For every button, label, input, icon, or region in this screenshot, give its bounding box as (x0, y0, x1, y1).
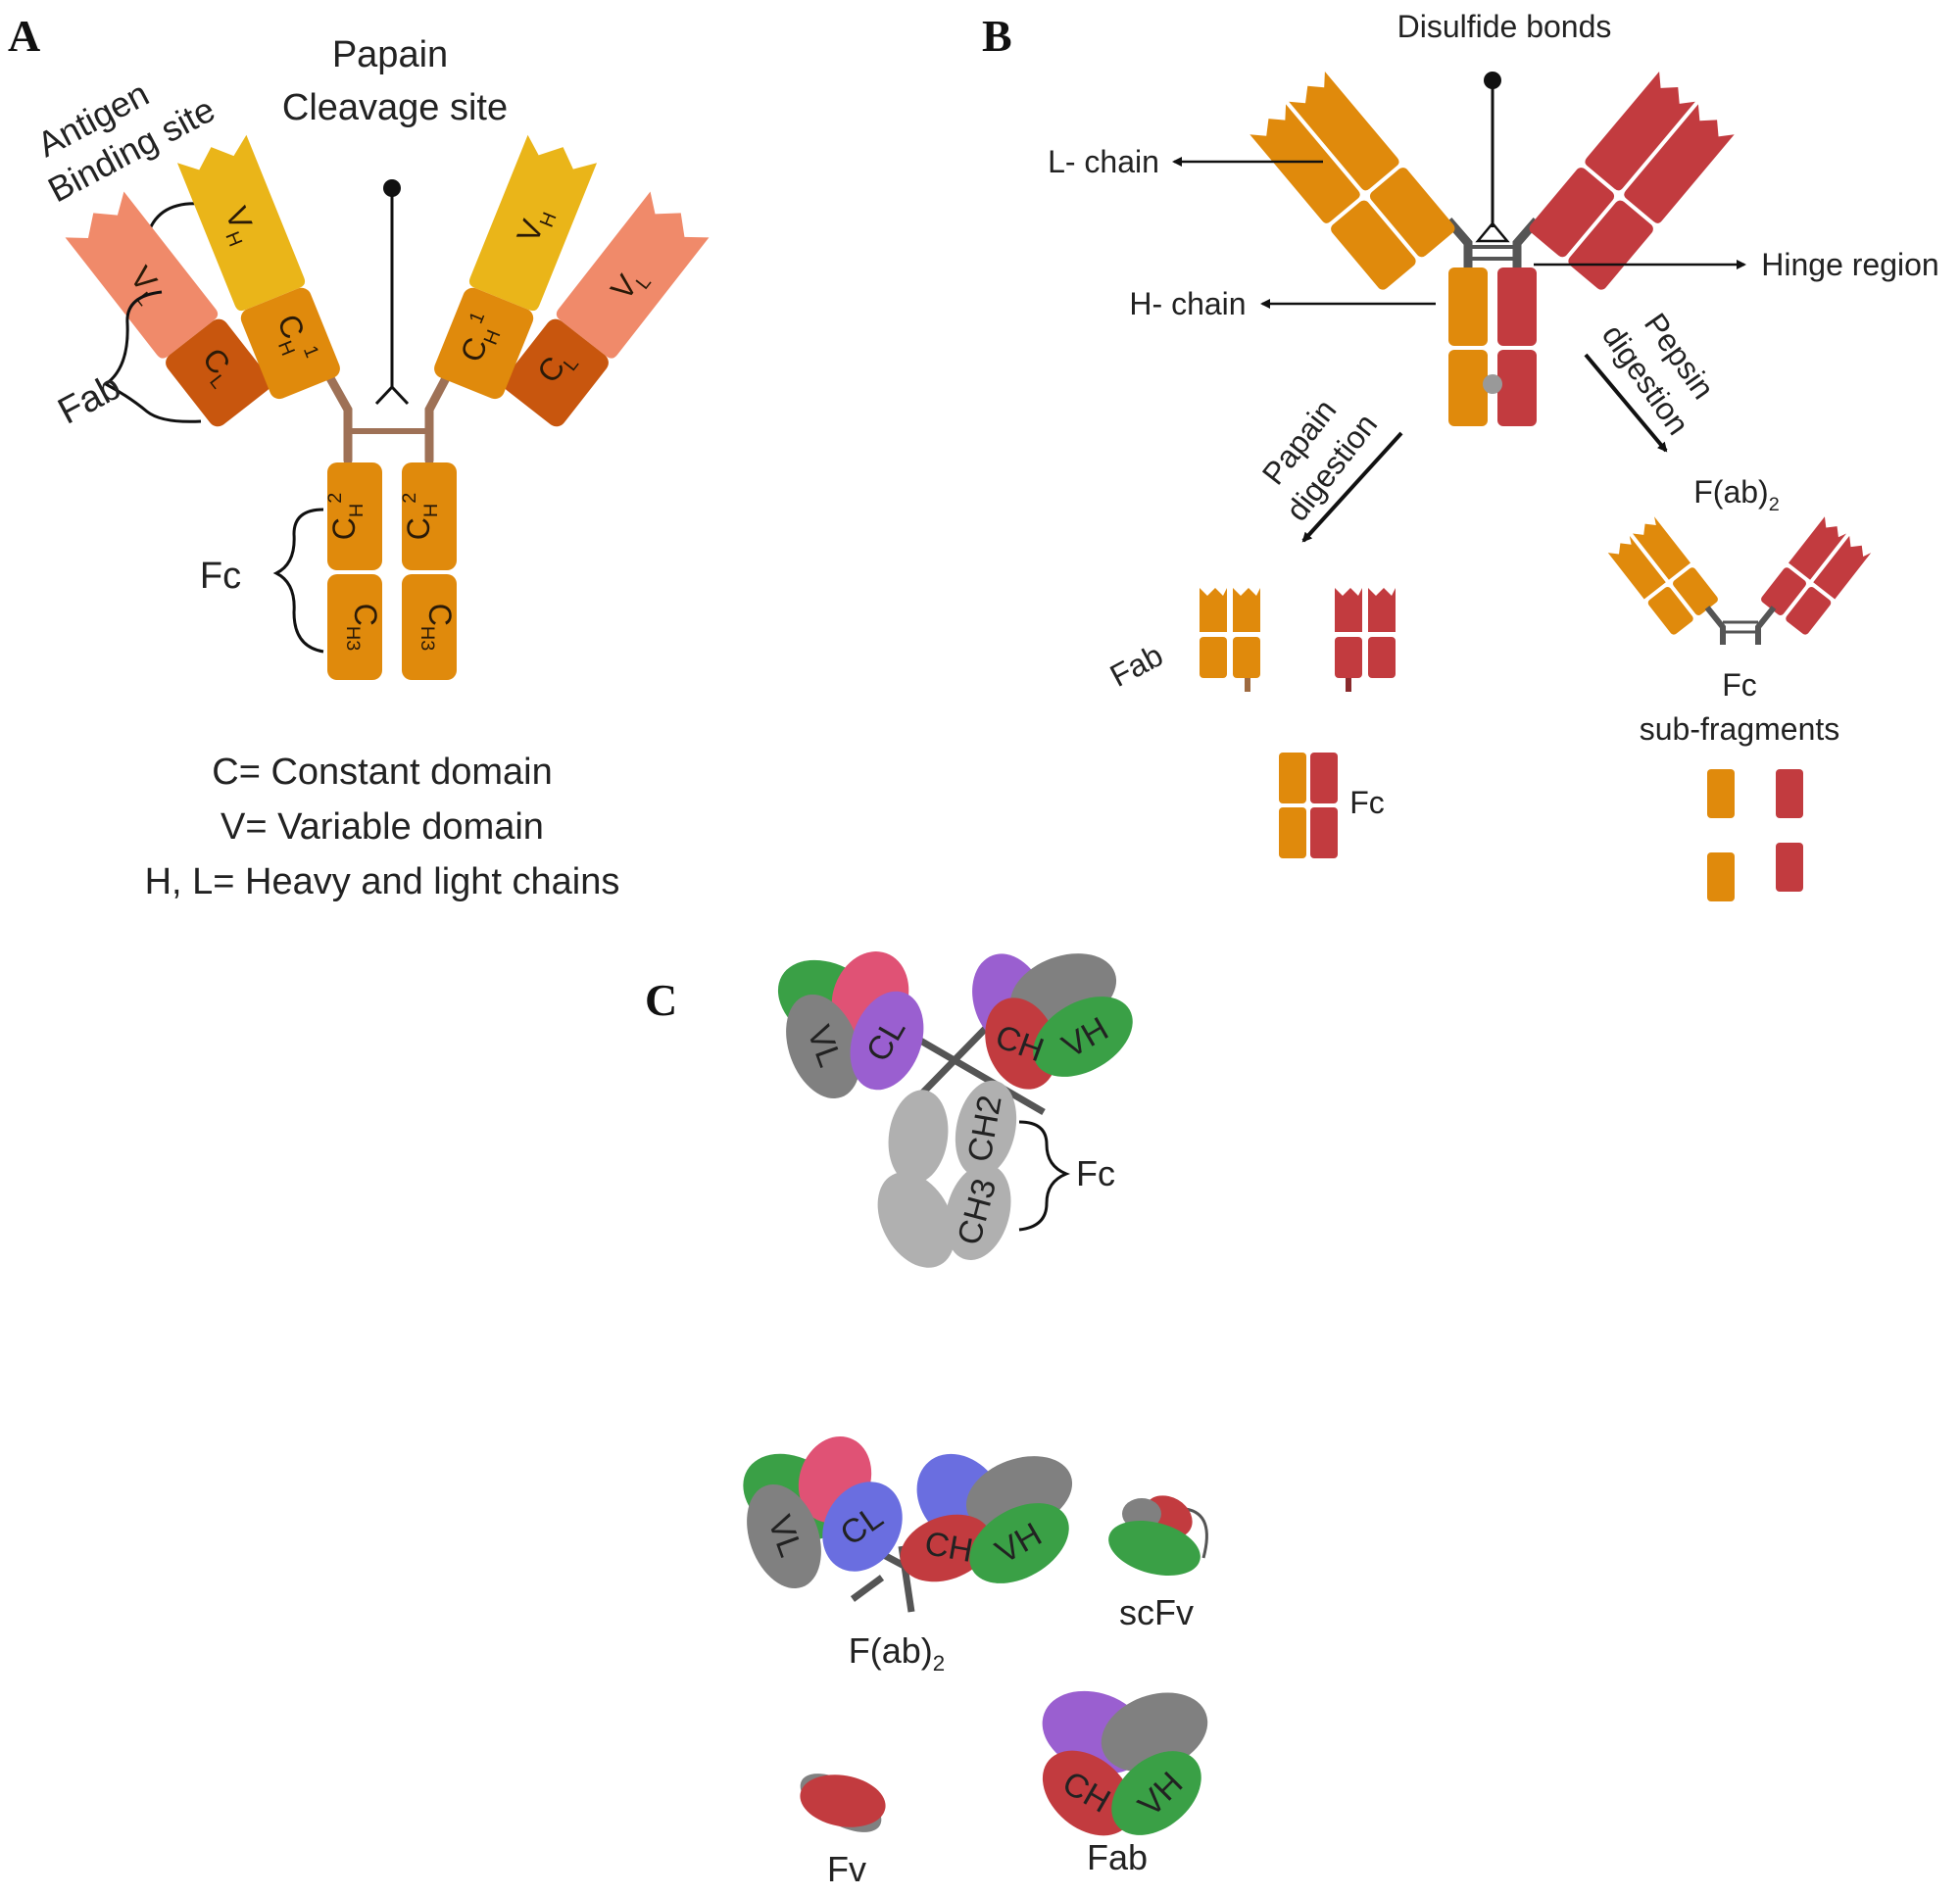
pepsin-arrow (1584, 353, 1668, 453)
b-fc-sub-label-1: Fc (1722, 667, 1757, 703)
b-stem-orange-top (1448, 267, 1488, 346)
panel-b-letter: B (982, 11, 1012, 61)
right-cl-shape (503, 318, 609, 427)
right-vh: VH CH1 (434, 134, 598, 400)
b-fab-orange (1200, 588, 1260, 692)
l-chain-label: L- chain (1048, 144, 1159, 179)
right-vl: VL CL (503, 191, 710, 427)
fc-ch3-left (327, 574, 382, 680)
b-stem-glycan (1483, 374, 1502, 394)
fc-brace (272, 508, 324, 654)
b-fab2-label: F(ab)2 (1693, 474, 1779, 515)
panel-c-letter: C (645, 975, 677, 1025)
fab-brace (103, 290, 202, 423)
c-full-antibody: VL CL CH VH CH2 CH3 (777, 951, 1133, 1268)
fc-ch2-right-label: CH2 (399, 493, 442, 540)
left-ch1-shape (240, 287, 340, 400)
c-fab-label: Fab (1087, 1837, 1148, 1877)
c-fab2-label: F(ab)2 (849, 1630, 945, 1676)
papain-site-dot (383, 179, 401, 197)
c-vl-shape (786, 994, 860, 1099)
c-scfv (1108, 1495, 1208, 1577)
b-stem-red-bottom (1497, 350, 1537, 426)
legend-line-2: V= Variable domain (220, 806, 544, 848)
b-fab-red (1335, 588, 1396, 692)
c-scfv-label: scFv (1119, 1592, 1194, 1632)
legend-line-3: H, L= Heavy and light chains (145, 861, 620, 902)
fc-ch2-left-label: CH2 (324, 493, 368, 540)
b-fab-label: Fab (1104, 637, 1169, 694)
papain-site-fork (374, 385, 410, 406)
c-fab: CH VH (1042, 1690, 1208, 1836)
fc-ch2-right (402, 462, 457, 570)
panel-b: B Disulfide bonds (982, 9, 1939, 901)
legend-line-1: C= Constant domain (212, 752, 552, 793)
disulfide-dot (1484, 72, 1501, 89)
left-cl-shape (166, 318, 271, 427)
b-fc-label: Fc (1349, 785, 1385, 820)
panel-a: A Papain Cleavage site Antigen Binding s… (8, 11, 710, 902)
panel-b-hinge (1445, 218, 1541, 274)
left-vh: VH CH1 (176, 134, 340, 400)
c-cl-shape (850, 991, 924, 1091)
c-fab2-ch-label: CH (922, 1525, 976, 1570)
left-vl: VL CL (65, 191, 271, 427)
b-stem-orange-bottom (1448, 350, 1488, 426)
b-fab2-fragment (1607, 516, 1872, 645)
b-fc-fragment (1279, 753, 1338, 858)
panel-c: C VL CL CH VH CH2 CH3 (645, 951, 1208, 1889)
fc-ch3-right-label: CH3 (416, 604, 458, 651)
b-fc-subfragments (1707, 769, 1803, 901)
c-fab2-fragment: VL CL CH VH (743, 1435, 1073, 1613)
fc-ch3-left-label: CH3 (342, 604, 383, 651)
h-chain-label: H- chain (1129, 286, 1246, 321)
pepsin-digestion-label: Pepsin digestion (1595, 307, 1722, 441)
hinge-label: Hinge region (1761, 247, 1938, 282)
papain-digestion-label: Papain digestion (1255, 393, 1385, 528)
b-right-arm (1529, 71, 1735, 290)
panel-a-fc-stem: CH2 CH2 CH3 CH3 (324, 462, 458, 680)
fc-label: Fc (200, 556, 241, 597)
b-fc-sub-label-2: sub-fragments (1640, 711, 1840, 747)
fc-ch2-left (327, 462, 382, 570)
c-fc-label: Fc (1076, 1153, 1115, 1193)
papain-label-2: Cleavage site (282, 87, 508, 128)
papain-arrow (1301, 431, 1403, 543)
b-stem-red-top (1497, 267, 1537, 346)
c-fv (800, 1774, 886, 1832)
right-ch1-shape (434, 287, 534, 400)
disulfide-label: Disulfide bonds (1397, 9, 1612, 44)
b-left-arm (1250, 71, 1455, 290)
disulfide-fork (1475, 221, 1510, 243)
c-fv-label: Fv (827, 1849, 866, 1889)
panel-a-left-arm: VL CL VH CH1 (65, 134, 340, 427)
fc-ch3-right (402, 574, 457, 680)
panel-a-letter: A (8, 11, 40, 61)
c-vh-shape (1033, 997, 1133, 1077)
papain-label-1: Papain (332, 34, 448, 75)
panel-a-right-arm: VL CL VH CH1 (434, 134, 710, 427)
c-fc-brace (1018, 1120, 1071, 1232)
